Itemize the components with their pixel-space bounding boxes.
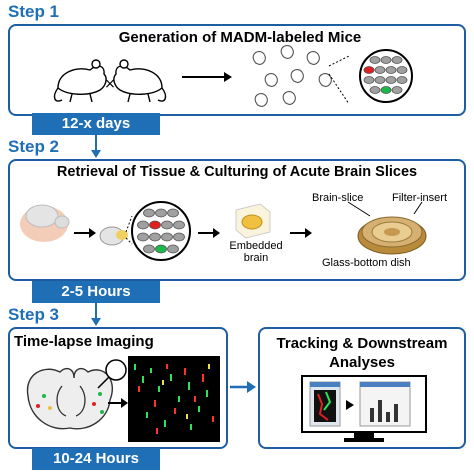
connector-2 [91, 303, 101, 326]
arrow-icon [230, 381, 256, 393]
brain-slice-icon [26, 359, 127, 430]
step1-duration: 12-x days [32, 113, 160, 135]
step1-label: Step 1 [8, 2, 60, 21]
arrow-icon [182, 72, 232, 82]
step2-title: Retrieval of Tissue & Culturing of Acute… [56, 164, 418, 180]
step3-duration: 10-24 Hours [32, 448, 160, 470]
arrow-icon [198, 228, 220, 238]
embedded-brain-label: Embedded brain [229, 240, 283, 264]
arrow-icon [74, 228, 96, 238]
arrow-icon [108, 398, 128, 408]
step3-label: Step 3 [8, 305, 60, 324]
arrow-icon [290, 228, 312, 238]
filter-insert-label: Filter-insert [392, 192, 448, 204]
step3-title: Time-lapse Imaging [14, 333, 154, 350]
step2-duration: 2-5 Hours [32, 281, 160, 303]
svg-text:×: × [104, 76, 116, 92]
analysis-title: Tracking & Downstream Analyses [276, 335, 448, 371]
pointer-line [347, 201, 423, 217]
petri-dish-icon [357, 216, 427, 255]
step2-label: Step 2 [8, 137, 60, 156]
glass-dish-label: Glass-bottom dish [322, 257, 411, 269]
mouse-icon: × [53, 59, 167, 103]
connector-1 [91, 135, 101, 158]
embryo-icon [252, 45, 350, 107]
brain-icon [99, 215, 133, 246]
embedded-brain-icon [235, 203, 271, 239]
monitor-icon [301, 375, 427, 442]
step1-title: Generation of MADM-labeled Mice [118, 29, 362, 46]
cell-grid-icon [359, 49, 413, 103]
brain-icon [20, 204, 70, 242]
cell-grid-icon [131, 201, 191, 261]
brain-slice-label: Brain-slice [312, 192, 364, 204]
fluorescence-image [128, 356, 220, 442]
